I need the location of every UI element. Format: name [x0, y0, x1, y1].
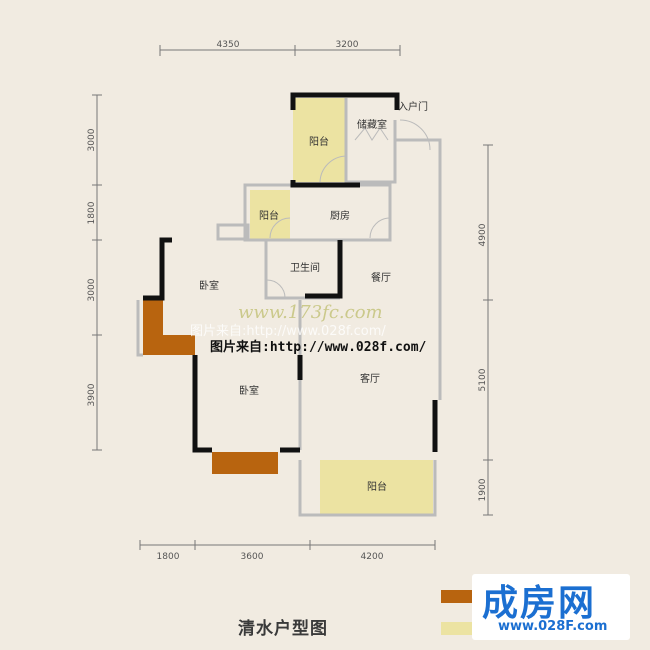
- logo-url: www.028F.com: [498, 619, 608, 634]
- label-balcony-top: 阳台: [309, 135, 329, 148]
- page-title: 清水户型图: [238, 619, 328, 639]
- dimension-lines: [92, 45, 493, 550]
- dim-bottom-2: 3600: [241, 552, 264, 562]
- dim-right-1: 4900: [478, 223, 488, 246]
- label-bedroom-1: 卧室: [199, 279, 219, 292]
- dim-left-2: 1800: [87, 201, 97, 224]
- dim-left-1: 3000: [87, 128, 97, 151]
- label-bedroom-2: 卧室: [239, 384, 259, 397]
- balcony-top-fill: [293, 98, 346, 182]
- legend-balcony-swatch: [441, 622, 475, 635]
- label-kitchen: 厨房: [330, 209, 350, 222]
- logo-text: 成房网: [482, 583, 597, 624]
- legend-bay-window-swatch: [441, 590, 475, 603]
- door-arc-kitchen: [369, 217, 391, 239]
- watermark-028f: 图片来自:http://www.028f.com/: [210, 340, 427, 355]
- entry-door-arc[interactable]: [399, 119, 431, 151]
- walls: [143, 92, 438, 453]
- storage-bifold-door: [354, 127, 389, 141]
- label-bathroom: 卫生间: [290, 261, 320, 274]
- label-entry-door: 入户门: [398, 100, 428, 113]
- dim-bottom-1: 1800: [157, 552, 180, 562]
- label-living: 客厅: [360, 372, 380, 385]
- balcony-bottom-fill: [320, 460, 433, 515]
- dimension-labels: 4350 3200 3000 1800 3000 3900 4900 5100 …: [87, 40, 488, 562]
- label-balcony-bottom: 阳台: [367, 480, 387, 493]
- watermark-173fc: www.173fc.com: [238, 302, 383, 323]
- dim-right-2: 5100: [478, 368, 488, 391]
- logo: 成房网 www.028F.com: [472, 574, 630, 640]
- room-labels: 阳台 储藏室 入户门 阳台 厨房 卫生间 餐厅 卧室 卧室 客厅 阳台: [199, 100, 428, 493]
- door-arc-small-balcony: [269, 217, 291, 239]
- dim-bottom-3: 4200: [361, 552, 384, 562]
- label-storage: 储藏室: [357, 118, 387, 131]
- label-balcony-small: 阳台: [259, 209, 279, 222]
- bay-window-1: [143, 300, 195, 355]
- dim-left-3: 3000: [87, 278, 97, 301]
- door-arc-bathroom: [266, 279, 286, 299]
- balcony-small-fill: [250, 190, 290, 240]
- dim-right-3: 1900: [478, 478, 488, 501]
- dim-top-2: 3200: [336, 40, 359, 50]
- bay-window-2: [212, 452, 278, 474]
- door-arc-balcony: [319, 155, 347, 183]
- watermark-faint: 图片来自:http://www.028f.com/: [190, 324, 386, 339]
- dim-left-4: 3900: [87, 383, 97, 406]
- doors: [266, 119, 431, 299]
- label-dining: 餐厅: [371, 271, 391, 284]
- dim-top-1: 4350: [217, 40, 240, 50]
